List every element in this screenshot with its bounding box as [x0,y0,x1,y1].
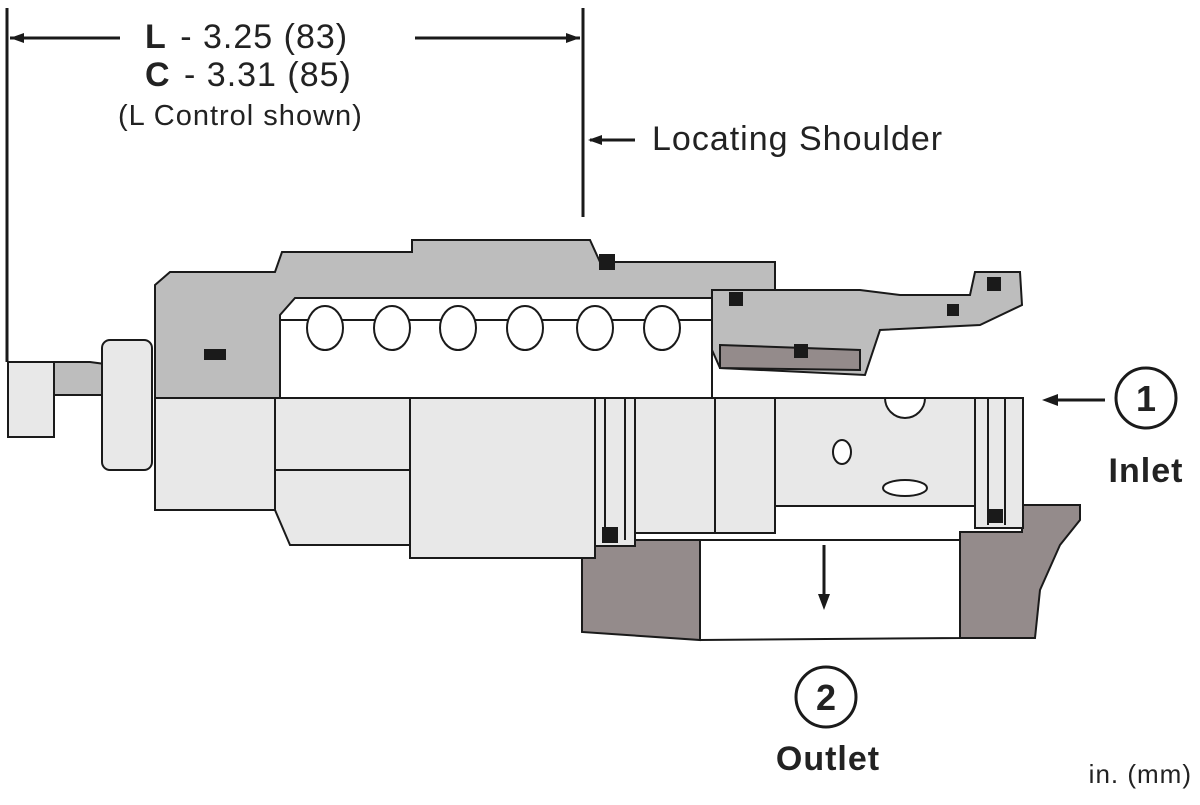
adjuster-stem [7,361,55,438]
units-note: in. (mm) [1089,759,1192,789]
dimension-arrow-right [566,33,580,43]
body-section-4 [714,397,776,534]
port-number: 2 [816,677,836,718]
body-section-2 [409,397,596,559]
nose-pilot-hole [832,439,852,465]
outlet-flow-arrow [818,594,830,610]
o-ring-upper [599,254,615,270]
spring-coil [576,305,614,351]
spring-coil [643,305,681,351]
cavity-housing [581,504,1081,642]
dimension-line2: C - 3.31 (85) [145,56,352,94]
inlet-flow-arrow [1042,394,1058,406]
locating-shoulder-label: Locating Shoulder [652,120,943,158]
o-ring-nose-mid [947,304,959,316]
o-ring-nose-bottom [989,509,1003,523]
o-ring-stem [204,349,226,360]
cartridge-cutaway [154,239,1024,543]
port-name: Inlet [1109,452,1184,490]
length-dimension [5,8,585,362]
nose-seal-land [974,397,1024,529]
poppet-seat-shadow [719,343,861,372]
spring-coil [373,305,411,351]
spring-coil [439,305,477,351]
o-ring-poppet-1 [729,292,743,306]
outlet-passage [699,539,961,642]
spring-coil [506,305,544,351]
nose-ports [832,397,928,497]
seal-land-1 [594,397,636,547]
port-number-circle [794,665,858,729]
lock-nut [101,339,153,471]
nose-section [774,397,976,507]
cavity-wall-left [581,539,701,642]
spring [306,305,681,351]
body-hex [274,397,411,546]
port-name: Outlet [776,740,880,778]
dimension-arrow-left [10,33,24,43]
o-ring-lower [602,527,618,543]
o-ring-poppet-2 [794,344,808,358]
o-ring-nose-top [987,277,1001,291]
port-inlet: 1 Inlet [1109,366,1184,490]
nose-slot [882,479,928,497]
port-number-circle [1114,366,1178,430]
shoulder-leader-arrow [588,135,602,145]
dimension-line1: L - 3.25 (83) [145,18,348,56]
nose-cross-hole [883,397,927,419]
port-number: 1 [1136,378,1156,419]
spring-coil [306,305,344,351]
dimension-note: (L Control shown) [118,100,363,132]
cartridge-body [7,339,1024,559]
body-section-1 [154,397,276,511]
body-section-3 [634,397,716,534]
port-outlet: 2 Outlet [776,665,880,778]
